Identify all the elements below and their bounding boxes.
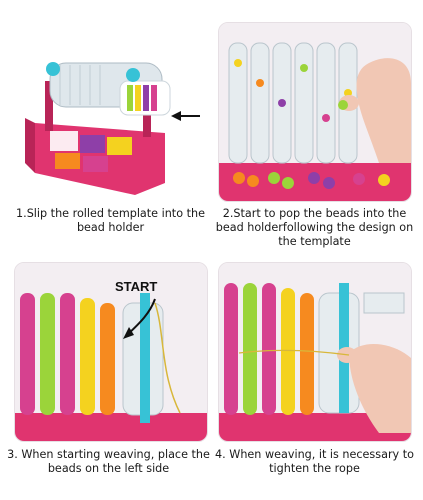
step-4-caption: 4. When weaving, it is necessary to tigh…: [215, 448, 414, 475]
step-2-caption: 2.Start to pop the beads into the bead h…: [215, 207, 414, 248]
step-1-image: [14, 22, 208, 202]
step-4-image: [218, 262, 412, 442]
step-1-caption: 1.Slip the rolled template into the bead…: [16, 207, 205, 234]
step-3-image: START: [14, 262, 208, 442]
step-2-image: [218, 22, 412, 202]
step-3-caption: 3. When starting weaving, place the bead…: [7, 448, 210, 475]
insert-arrow-icon: [171, 111, 181, 121]
start-arrow-icon: [123, 327, 134, 339]
start-callout: START: [115, 279, 157, 294]
